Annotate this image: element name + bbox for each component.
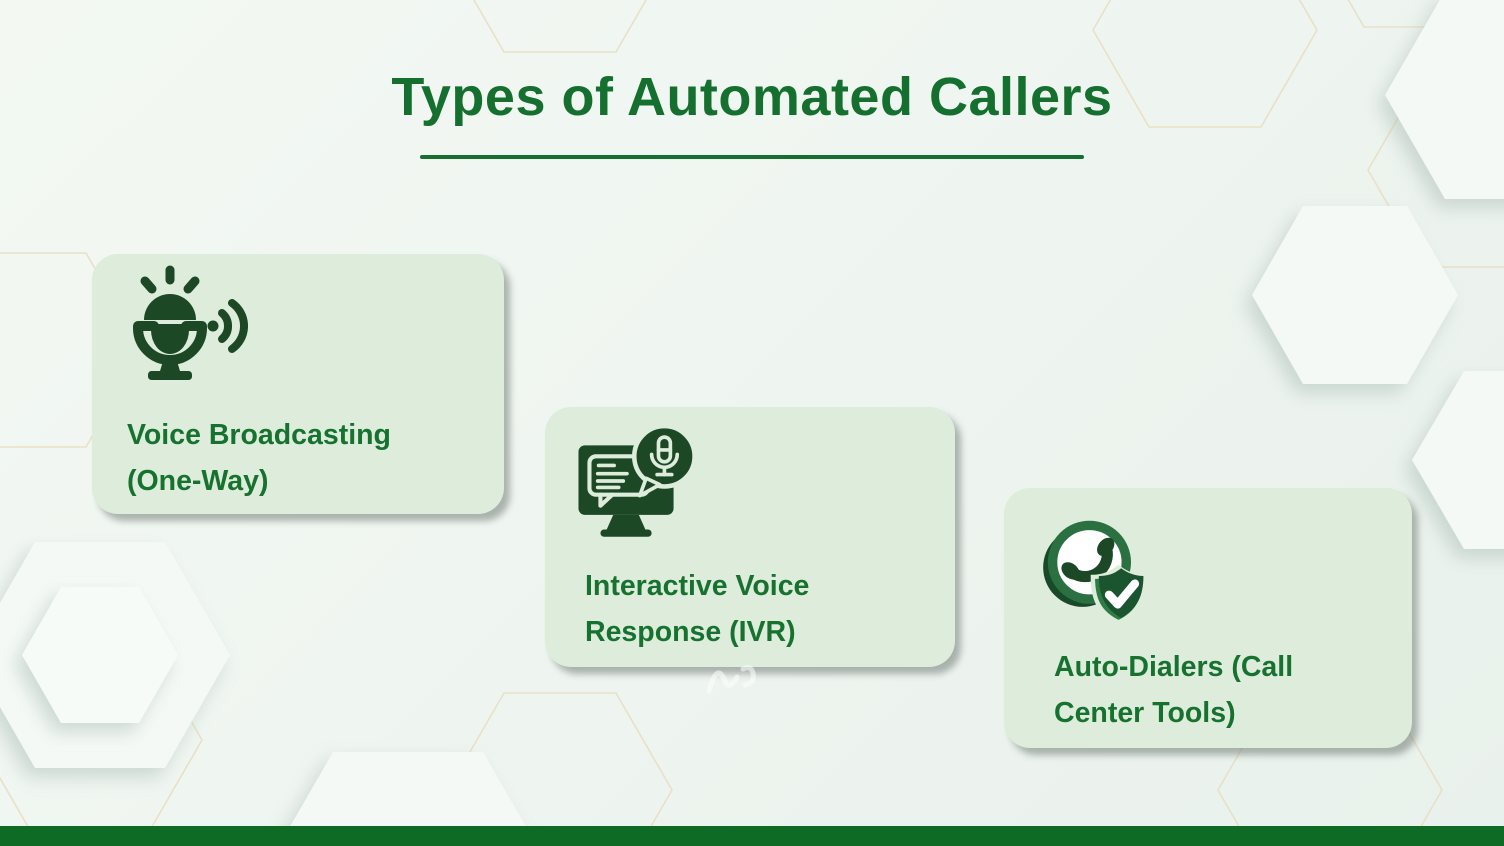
title-underline: [420, 155, 1084, 159]
card-label-line: (One-Way): [127, 465, 269, 497]
card-label-line: Center Tools): [1054, 697, 1236, 729]
microphone-broadcast-icon: [118, 264, 248, 384]
card-label: Voice Broadcasting (One-Way): [127, 412, 488, 504]
footer-bar: [0, 826, 1504, 846]
watermark-glyph: [703, 655, 767, 703]
card-label: Auto-Dialers (Call Center Tools): [1054, 644, 1396, 736]
page-title: Types of Automated Callers: [391, 67, 1113, 127]
card-label-line: Auto-Dialers (Call: [1054, 651, 1294, 683]
card-interactive-voice-response: Interactive Voice Response (IVR): [545, 407, 955, 667]
card-voice-broadcasting: Voice Broadcasting (One-Way): [92, 254, 504, 514]
card-label: Interactive Voice Response (IVR): [585, 563, 939, 655]
card-auto-dialers: Auto-Dialers (Call Center Tools): [1004, 488, 1412, 748]
monitor-voice-chat-icon: [573, 421, 701, 541]
card-label-line: Response (IVR): [585, 616, 796, 648]
phone-shield-check-icon: [1038, 516, 1158, 636]
card-label-line: Interactive Voice: [585, 570, 810, 602]
card-label-line: Voice Broadcasting: [127, 419, 391, 451]
